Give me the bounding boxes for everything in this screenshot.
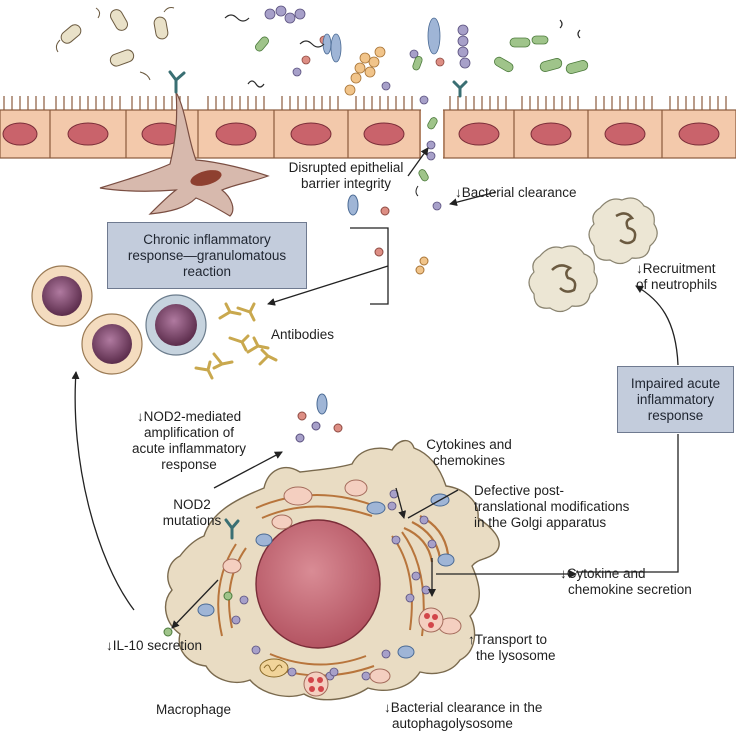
- bacterium-icon: [55, 7, 175, 81]
- microvilli: [3, 96, 727, 110]
- label-defective-golgi: Defective post- translational modificati…: [474, 483, 630, 530]
- down-arrow-icon: ↓: [636, 261, 643, 276]
- down-arrow-icon: ↓: [455, 185, 462, 200]
- granules: [197, 479, 462, 684]
- lysosome-icon: [418, 607, 444, 633]
- label-bacterial-clearance: ↓Bacterial clearance: [455, 185, 577, 200]
- neutrophils: [528, 197, 658, 313]
- neutrophil-icon: [588, 197, 658, 265]
- label-cytokine-secretion: ↓Cytokine and chemokine secretion: [560, 566, 692, 597]
- box-impaired-acute-response: Impaired acute inflammatory response: [617, 366, 734, 433]
- label-antibodies: Antibodies: [271, 327, 335, 342]
- box-chronic-inflammatory-response: Chronic inflammatory response—granulomat…: [107, 222, 307, 289]
- mitochondrion-icon: [259, 658, 289, 678]
- macrophage-nucleus: [255, 519, 381, 649]
- down-arrow-icon: ↓: [384, 700, 391, 715]
- down-arrow-icon: ↓: [560, 566, 567, 581]
- epithelial-nuclei: [2, 122, 720, 146]
- plasma-cell-icon: [145, 294, 207, 356]
- label-il10-secretion: ↓IL-10 secretion: [106, 638, 203, 653]
- nod2-receptor-icon: [452, 80, 468, 98]
- label-nod2-amplification: ↓NOD2-mediated amplification of acute in…: [131, 409, 247, 472]
- antibodies: [194, 302, 278, 380]
- secreted-cytokines: [295, 393, 343, 443]
- arrows: [71, 147, 679, 629]
- up-arrow-icon: ↑: [468, 632, 475, 647]
- plasma-cell-icon: [81, 313, 143, 375]
- epithelial-layer: [0, 96, 736, 160]
- dendritic-cell: [99, 70, 270, 217]
- macrophage: [163, 440, 500, 701]
- label-macrophage: Macrophage: [156, 702, 232, 717]
- label-autophagolysosome: ↓Bacterial clearance in the autophagolys…: [384, 700, 543, 731]
- down-arrow-icon: ↓: [136, 409, 144, 424]
- label-cytokines-chemokines: Cytokines and chemokines: [426, 437, 512, 468]
- nod2-receptor-icon: [168, 70, 186, 94]
- nod2-receptor-icon: [224, 518, 240, 540]
- autophagolysosome-icon: [303, 671, 329, 697]
- plasma-cells: [31, 265, 207, 375]
- plasma-cell-icon: [31, 265, 93, 327]
- neutrophil-icon: [528, 245, 598, 313]
- down-arrow-icon: ↓: [106, 638, 113, 653]
- vesicles: [231, 489, 437, 681]
- label-recruitment-neutrophils: ↓Recruitment of neutrophils: [636, 261, 718, 292]
- label-disrupted-barrier: Disrupted epithelial barrier integrity: [288, 160, 404, 191]
- bacteria-lumen: [55, 5, 589, 105]
- label-transport-lysosome: ↑Transport to the lysosome: [468, 632, 556, 663]
- label-nod2-mutations: NOD2 mutations: [162, 497, 222, 528]
